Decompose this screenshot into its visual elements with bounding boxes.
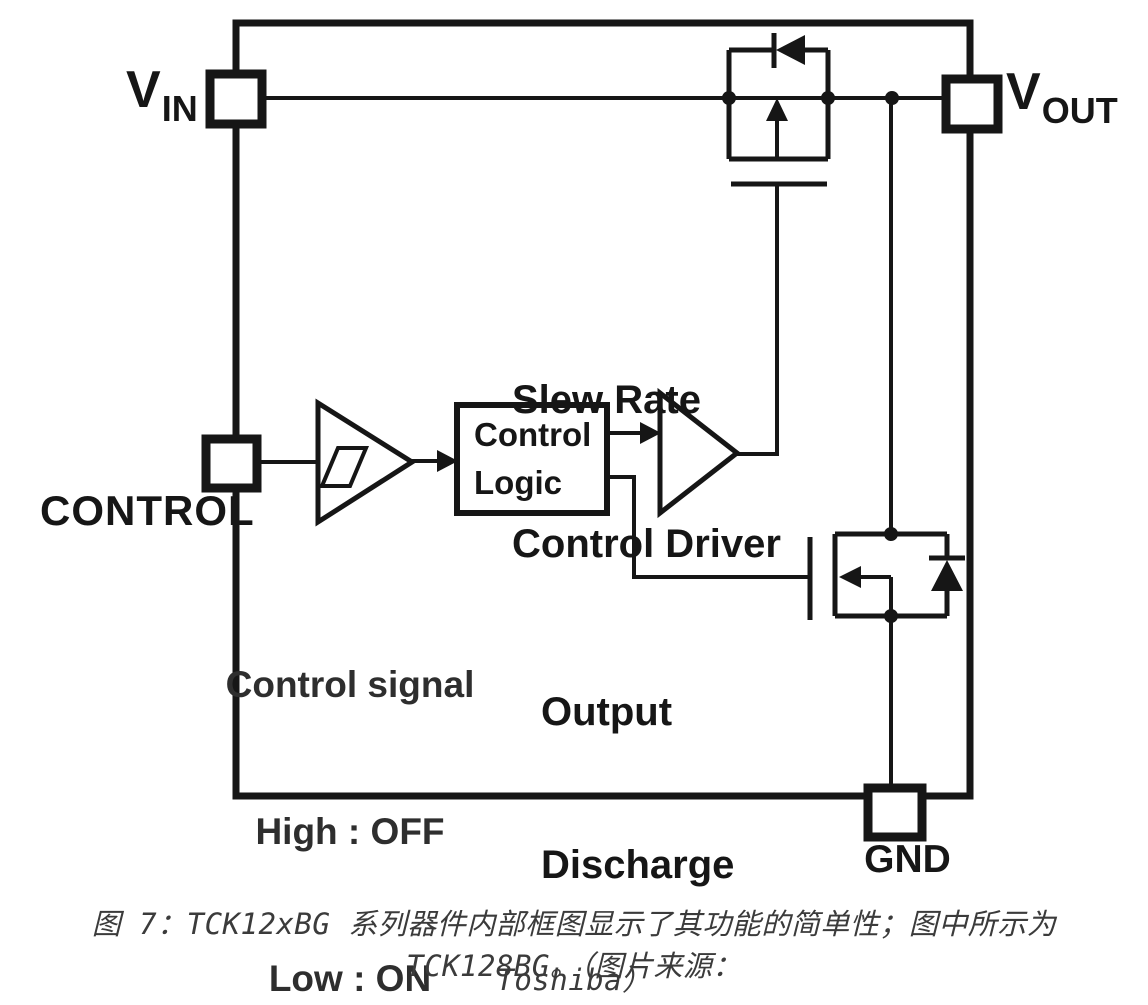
slew-rate-driver-label: Slew Rate Control Driver (512, 280, 781, 664)
slew-rate-driver-label-line2: Control Driver (512, 522, 781, 566)
gnd-pin-label: GND (864, 838, 951, 881)
output-discharge-label-line2: Discharge (541, 843, 735, 887)
junction-dot (884, 527, 898, 541)
substrate-arrow-head (839, 566, 861, 588)
junction-dot (722, 91, 736, 105)
hysteresis-icon (318, 446, 370, 488)
block-diagram-canvas (201, 19, 1003, 842)
control-pad (201, 434, 262, 493)
body-diode-triangle (931, 560, 963, 591)
vin-label-main: V (126, 61, 161, 119)
control-signal-note-line1: Control signal (225, 664, 475, 705)
arrow-head (640, 422, 661, 444)
figure-caption-line2: Toshiba） (496, 963, 652, 997)
control-logic-label-line1: Control (474, 416, 592, 453)
control-logic-label: Control Logic (457, 405, 607, 513)
output-discharge-label: Output Discharge (541, 585, 734, 993)
body-diode-triangle (776, 35, 805, 65)
control-logic-label-line2: Logic (474, 464, 562, 501)
slew-rate-driver-label-line1: Slew Rate (512, 378, 701, 422)
slew-rate-driver-symbol (657, 387, 742, 519)
control-logic-box (454, 402, 610, 516)
junction-dot (821, 91, 835, 105)
ic-boundary-box (232, 19, 974, 800)
driver-to-gate-wire (737, 184, 779, 456)
pass-fet-symbol (722, 33, 835, 187)
vin-pin-label: V IN (126, 64, 198, 127)
vin-pad (205, 69, 267, 129)
control-signal-note-line2: High : OFF (255, 811, 445, 852)
arrow-head (437, 450, 458, 472)
logic-to-discharge-gate-wire (607, 475, 808, 579)
vout-label-main: V (1006, 63, 1041, 121)
vout-label-sub: OUT (1041, 90, 1118, 131)
control-signal-note: Control signal High : OFF Low : ON (208, 562, 492, 1005)
schmitt-trigger-symbol (315, 398, 417, 527)
vout-pad (941, 74, 1003, 134)
gnd-pad (863, 783, 927, 842)
substrate-arrow-head (766, 98, 788, 121)
output-discharge-label-line1: Output (541, 690, 673, 734)
vout-pin-label: V OUT (1006, 66, 1118, 129)
control-signal-note-line3: Low : ON (268, 958, 432, 999)
vin-label-sub: IN (161, 88, 198, 129)
control-pin-label: CONTROL (40, 487, 255, 534)
discharge-fet-symbol (807, 527, 965, 623)
figure-caption-line1: 图 7：TCK12xBG 系列器件内部框图显示了其功能的简单性；图中所示为 TC… (91, 907, 1057, 983)
